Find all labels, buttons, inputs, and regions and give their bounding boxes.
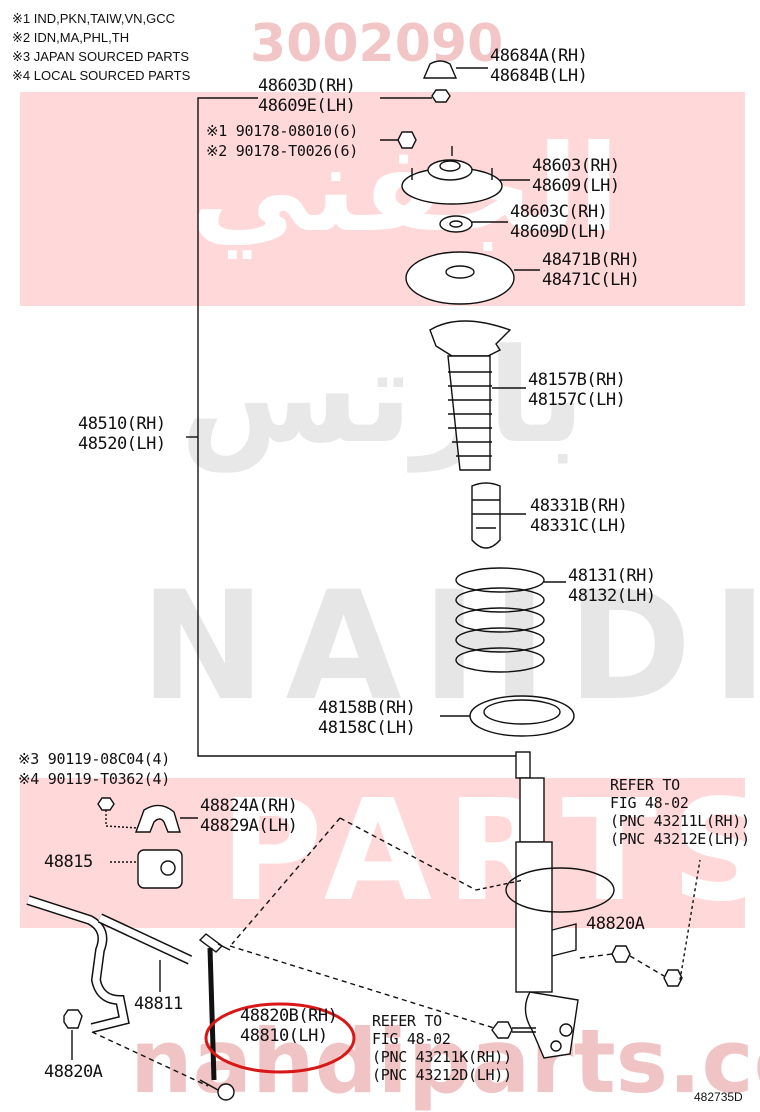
- watermark-site: nahdiparts.com: [130, 1010, 760, 1112]
- refer1-line1: REFER TO: [610, 776, 680, 794]
- watermark-arabic-2: بارتس: [180, 320, 586, 472]
- nut-48603d-icon: [431, 89, 451, 103]
- assembly-bracket-line: [197, 97, 520, 757]
- label-48820b: 48820B(RH): [240, 1006, 338, 1026]
- bolt-90178-icon: [397, 131, 417, 149]
- label-48158b: 48158B(RH): [318, 698, 416, 718]
- highlight-ellipse-48810: [204, 1002, 356, 1074]
- label-48510: 48510(RH): [78, 414, 166, 434]
- refer2-line3: (PNC 43211K(RH)): [372, 1048, 512, 1066]
- label-48820a-right: 48820A: [586, 914, 645, 934]
- bolt-strut-icon: [491, 1021, 513, 1039]
- cap-48684-icon: [422, 60, 458, 79]
- label-bolt-90178-t0026: ※2 90178-T0026(6): [206, 142, 358, 160]
- region-note-2: ※2 IDN,MA,PHL,TH: [12, 30, 130, 45]
- refer2-line1: REFER TO: [372, 1012, 442, 1030]
- label-48158c: 48158C(LH): [318, 718, 416, 738]
- watermark-band-top: [20, 92, 745, 306]
- label-48811: 48811: [134, 994, 183, 1014]
- refer1-line3: (PNC 43211L(RH)): [610, 812, 750, 830]
- label-48471b: 48471B(RH): [542, 250, 640, 270]
- label-bolt-90178-08010: ※1 90178-08010(6): [206, 122, 358, 140]
- region-note-1: ※1 IND,PKN,TAIW,VN,GCC: [12, 11, 176, 26]
- watermark-latin-2: PARTS: [220, 770, 760, 933]
- label-48684a: 48684A(RH): [490, 46, 588, 66]
- label-48824a: 48824A(RH): [200, 796, 298, 816]
- nut-48820a-right-icon: [611, 945, 631, 963]
- refer2-line4: (PNC 43212D(LH)): [372, 1066, 512, 1084]
- label-48603: 48603(RH): [532, 156, 620, 176]
- label-48609e: 48609E(LH): [258, 96, 356, 116]
- label-48331c: 48331C(LH): [530, 516, 628, 536]
- watermark-latin-1: NAHDI: [140, 560, 760, 734]
- refer2-line2: FIG 48-02: [372, 1030, 451, 1048]
- label-48157c: 48157C(LH): [528, 390, 626, 410]
- label-48132: 48132(LH): [568, 586, 656, 606]
- label-48157b: 48157B(RH): [528, 370, 626, 390]
- bolt-90119-icon: [97, 797, 115, 811]
- nut-48820a-far-icon: [663, 969, 683, 987]
- label-48603d: 48603D(RH): [258, 76, 356, 96]
- bracket-48824-icon: [135, 804, 181, 833]
- label-48810: 48810(LH): [240, 1026, 328, 1046]
- refer1-line2: FIG 48-02: [610, 794, 689, 812]
- label-48820a-left: 48820A: [44, 1062, 103, 1082]
- boot-48157-icon: [429, 320, 512, 357]
- bushing-48815-icon: [137, 849, 183, 889]
- label-48684b: 48684B(LH): [490, 66, 588, 86]
- region-note-4: ※4 LOCAL SOURCED PARTS: [12, 68, 191, 83]
- figure-id: 482735D: [694, 1090, 743, 1104]
- label-48520: 48520(LH): [78, 434, 166, 454]
- label-48331b: 48331B(RH): [530, 496, 628, 516]
- label-48471c: 48471C(LH): [542, 270, 640, 290]
- strut-assembly-icon: [505, 751, 615, 1059]
- stabilizer-bar-icon: [26, 895, 193, 1033]
- bumpstop-48331-icon: [471, 482, 501, 549]
- label-48603c: 48603C(RH): [510, 202, 608, 222]
- region-note-3: ※3 JAPAN SOURCED PARTS: [12, 49, 190, 64]
- watermark-number: 3002090: [250, 14, 504, 74]
- label-48609d: 48609D(LH): [510, 222, 608, 242]
- label-bolt-90119-t0362: ※4 90119-T0362(4): [18, 770, 170, 788]
- stabilizer-link-icon: [198, 933, 235, 1101]
- washer-48603c-icon: [439, 215, 473, 233]
- label-48131: 48131(RH): [568, 566, 656, 586]
- label-48815: 48815: [44, 852, 93, 872]
- label-48829a: 48829A(LH): [200, 816, 298, 836]
- nut-48820a-left-icon: [63, 1009, 83, 1029]
- label-48609: 48609(LH): [532, 176, 620, 196]
- refer1-line4: (PNC 43212E(LH)): [610, 830, 750, 848]
- label-bolt-90119-08c04: ※3 90119-08C04(4): [18, 750, 170, 768]
- spring-48131-icon: [455, 567, 545, 673]
